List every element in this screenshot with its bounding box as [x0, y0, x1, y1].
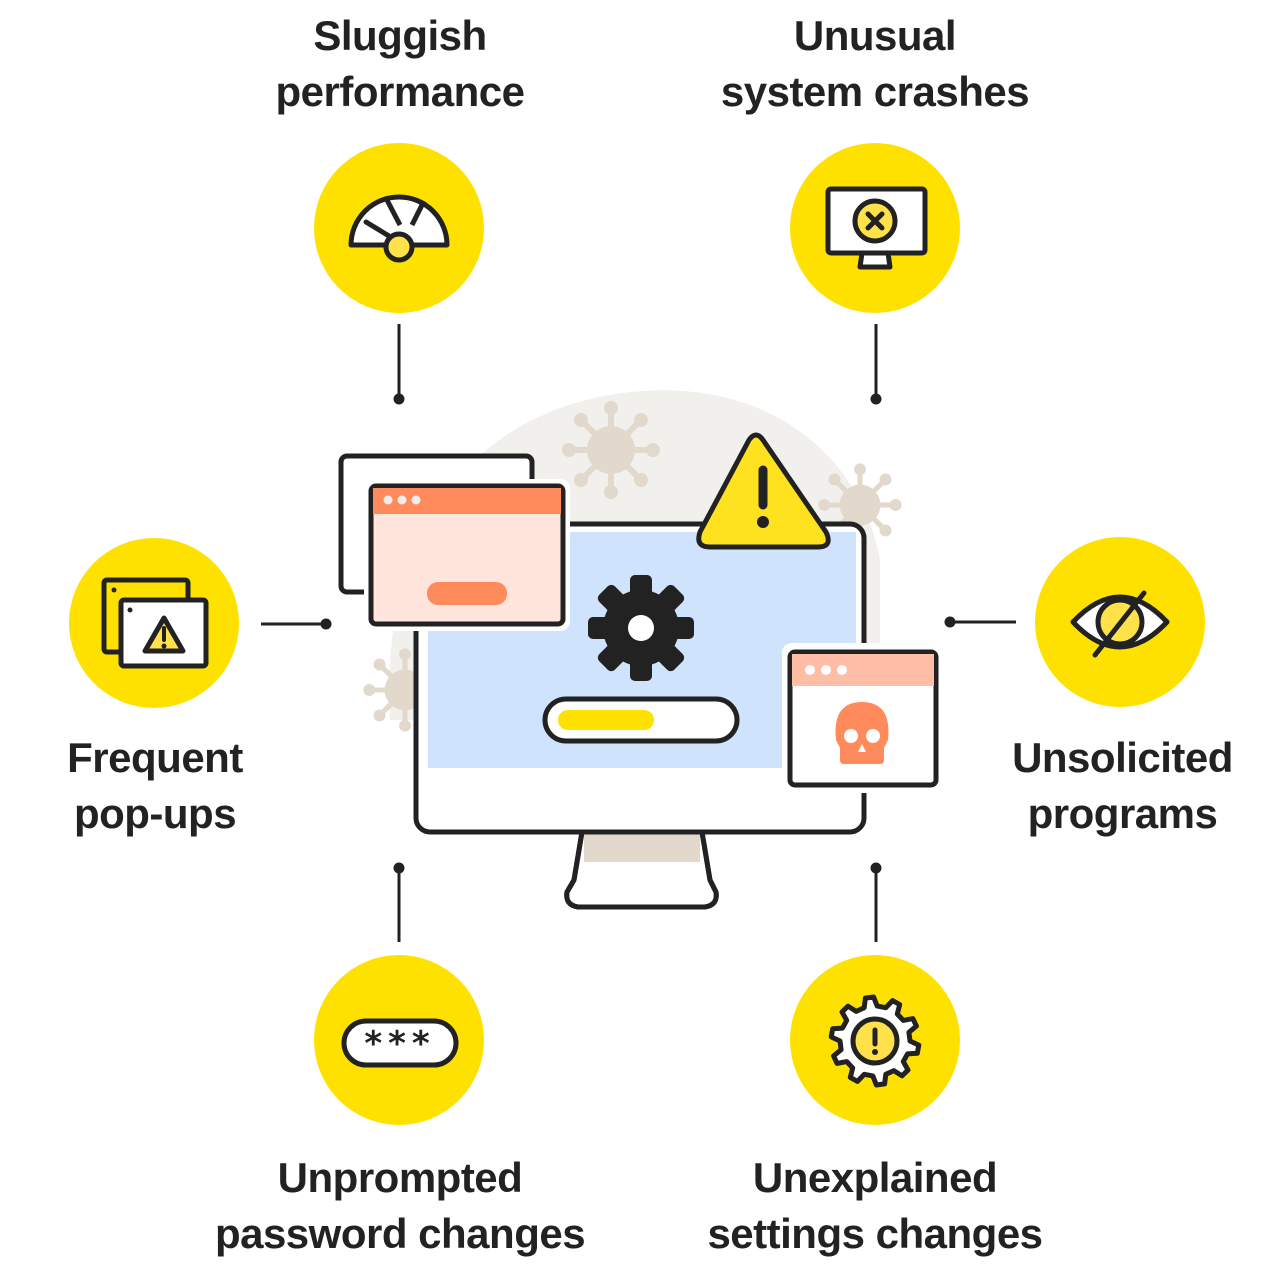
connector-crashes	[870, 324, 882, 405]
popup-warning-icon	[101, 577, 209, 669]
label-unusual-system-crashes: Unusual system crashes	[665, 8, 1085, 120]
gear-alert-icon	[828, 994, 922, 1088]
label-line1: Frequent	[67, 734, 243, 781]
password-field-icon: ***	[341, 1018, 459, 1068]
monitor-error-icon	[825, 186, 928, 270]
connector-password	[393, 862, 405, 942]
label-line2: programs	[1027, 790, 1218, 837]
connector-sluggish	[393, 324, 405, 405]
label-line2: pop-ups	[73, 790, 237, 837]
eye-slash-icon	[1070, 590, 1170, 658]
password-mask: ***	[364, 1024, 435, 1064]
popup-button	[427, 582, 507, 605]
sign-circle-sluggish-performance	[314, 143, 484, 313]
label-line1: Unusual	[793, 12, 957, 59]
connectors	[261, 324, 1016, 942]
label-line1: Unsolicited	[1012, 734, 1233, 781]
sign-circle-unexplained-settings-changes	[790, 955, 960, 1125]
label-frequent-pop-ups: Frequent pop-ups	[0, 730, 310, 842]
label-unsolicited-programs: Unsolicited programs	[975, 730, 1270, 842]
connector-programs	[944, 616, 1016, 628]
connector-popups	[261, 618, 332, 630]
connector-settings	[870, 862, 882, 942]
label-unprompted-password-changes: Unprompted password changes	[170, 1150, 630, 1262]
label-line1: Sluggish	[313, 12, 487, 59]
label-line1: Unprompted	[277, 1154, 523, 1201]
label-line1: Unexplained	[752, 1154, 998, 1201]
progress-fill	[558, 710, 654, 730]
gear-icon	[588, 575, 694, 681]
sign-circle-unprompted-password-changes: ***	[314, 955, 484, 1125]
virus-icon	[562, 401, 660, 499]
warning-triangle-icon	[696, 432, 831, 550]
label-unexplained-settings-changes: Unexplained settings changes	[655, 1150, 1095, 1262]
sign-circle-unusual-system-crashes	[790, 143, 960, 313]
sign-circle-unsolicited-programs	[1035, 537, 1205, 707]
label-line2: system crashes	[720, 68, 1030, 115]
monitor-stand	[564, 829, 719, 910]
progress-bar	[542, 696, 740, 744]
label-line2: password changes	[214, 1210, 586, 1257]
label-line2: performance	[275, 68, 525, 115]
speedometer-icon	[348, 194, 450, 263]
label-line2: settings changes	[707, 1210, 1043, 1257]
skull-icon	[835, 702, 889, 764]
sign-circle-frequent-pop-ups	[69, 538, 239, 708]
popup-window-front	[364, 479, 570, 631]
malware-window	[782, 643, 944, 793]
label-sluggish-performance: Sluggish performance	[200, 8, 600, 120]
